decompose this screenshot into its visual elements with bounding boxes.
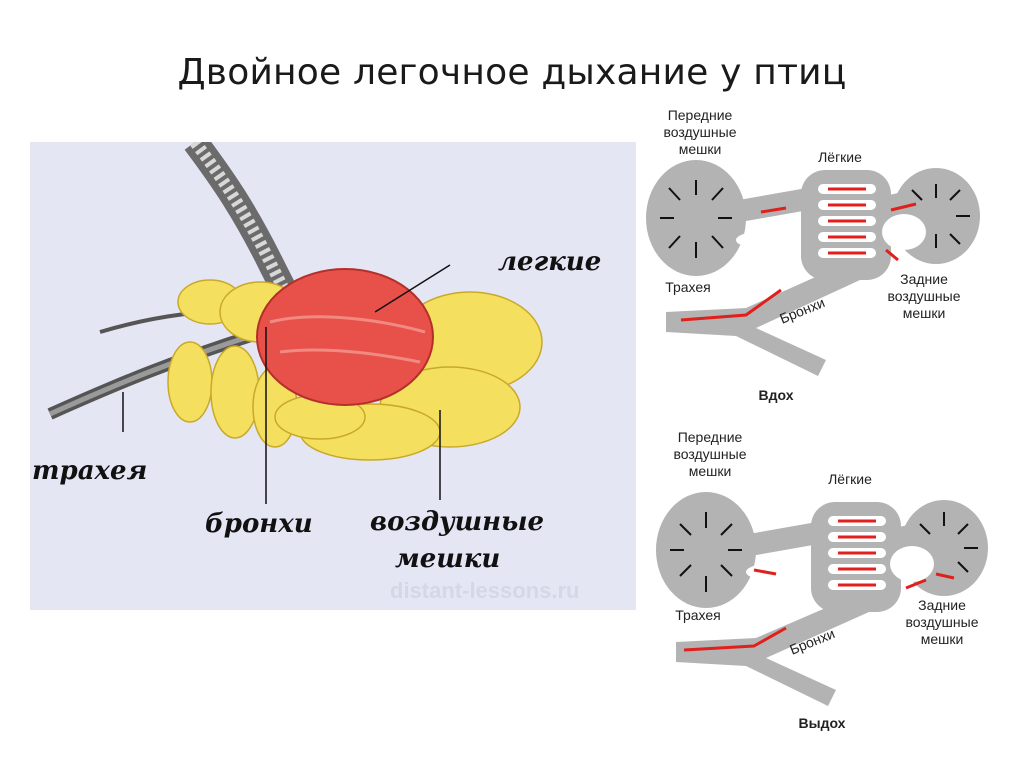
exhale-lungs-label: Лёгкие bbox=[828, 471, 872, 487]
inhale-trachea-label: Трахея bbox=[665, 279, 711, 295]
inhale-diagram: Передние воздушные мешки Лёгкие Трахея Б… bbox=[646, 107, 980, 403]
inhale-rear-sacs-line1: Задние bbox=[900, 271, 948, 287]
label-air-sacs-line1: воздушные bbox=[370, 507, 544, 537]
exhale-caption: Выдох bbox=[799, 715, 846, 731]
exhale-front-sacs-line3: мешки bbox=[689, 463, 732, 479]
exhale-rear-sacs-line3: мешки bbox=[921, 631, 964, 647]
exhale-rear-sacs-line2: воздушные bbox=[905, 614, 978, 630]
exhale-front-sacs-line2: воздушные bbox=[673, 446, 746, 462]
inhale-front-sacs-line2: воздушные bbox=[663, 124, 736, 140]
exhale-front-sacs-line1: Передние bbox=[678, 429, 743, 445]
exhale-trachea-label: Трахея bbox=[675, 607, 721, 623]
label-lungs: легкие bbox=[498, 247, 601, 277]
label-bronchi: бронхи bbox=[205, 509, 313, 539]
exhale-flow-arrows bbox=[683, 519, 955, 652]
inhale-front-sacs-line3: мешки bbox=[679, 141, 722, 157]
label-air-sacs-line2: мешки bbox=[395, 544, 500, 574]
inhale-lungs-label: Лёгкие bbox=[818, 149, 862, 165]
inhale-sac-arrows bbox=[660, 180, 970, 258]
inhale-flow-arrows bbox=[680, 187, 917, 322]
inhale-caption: Вдох bbox=[759, 387, 794, 403]
watermark: distant-lessons.ru bbox=[390, 578, 579, 603]
inhale-rear-sacs-line3: мешки bbox=[903, 305, 946, 321]
exhale-rear-sacs-line1: Задние bbox=[918, 597, 966, 613]
inhale-rear-sacs-line2: воздушные bbox=[887, 288, 960, 304]
label-trachea: трахея bbox=[32, 456, 147, 486]
slide-title: Двойное легочное дыхание у птиц bbox=[177, 52, 847, 93]
bird-respiratory-illustration: легкие трахея бронхи воздушные мешки dis… bbox=[30, 142, 636, 610]
air-sacs bbox=[167, 279, 543, 461]
lungs-pointer bbox=[374, 264, 451, 313]
exhale-lung-tubules bbox=[746, 516, 934, 590]
lungs-illustration bbox=[256, 268, 434, 406]
exhale-sac-arrows bbox=[670, 512, 978, 592]
inhale-front-sacs-line1: Передние bbox=[668, 107, 733, 123]
exhale-diagram: Передние воздушные мешки Лёгкие Трахея Б… bbox=[656, 429, 988, 731]
